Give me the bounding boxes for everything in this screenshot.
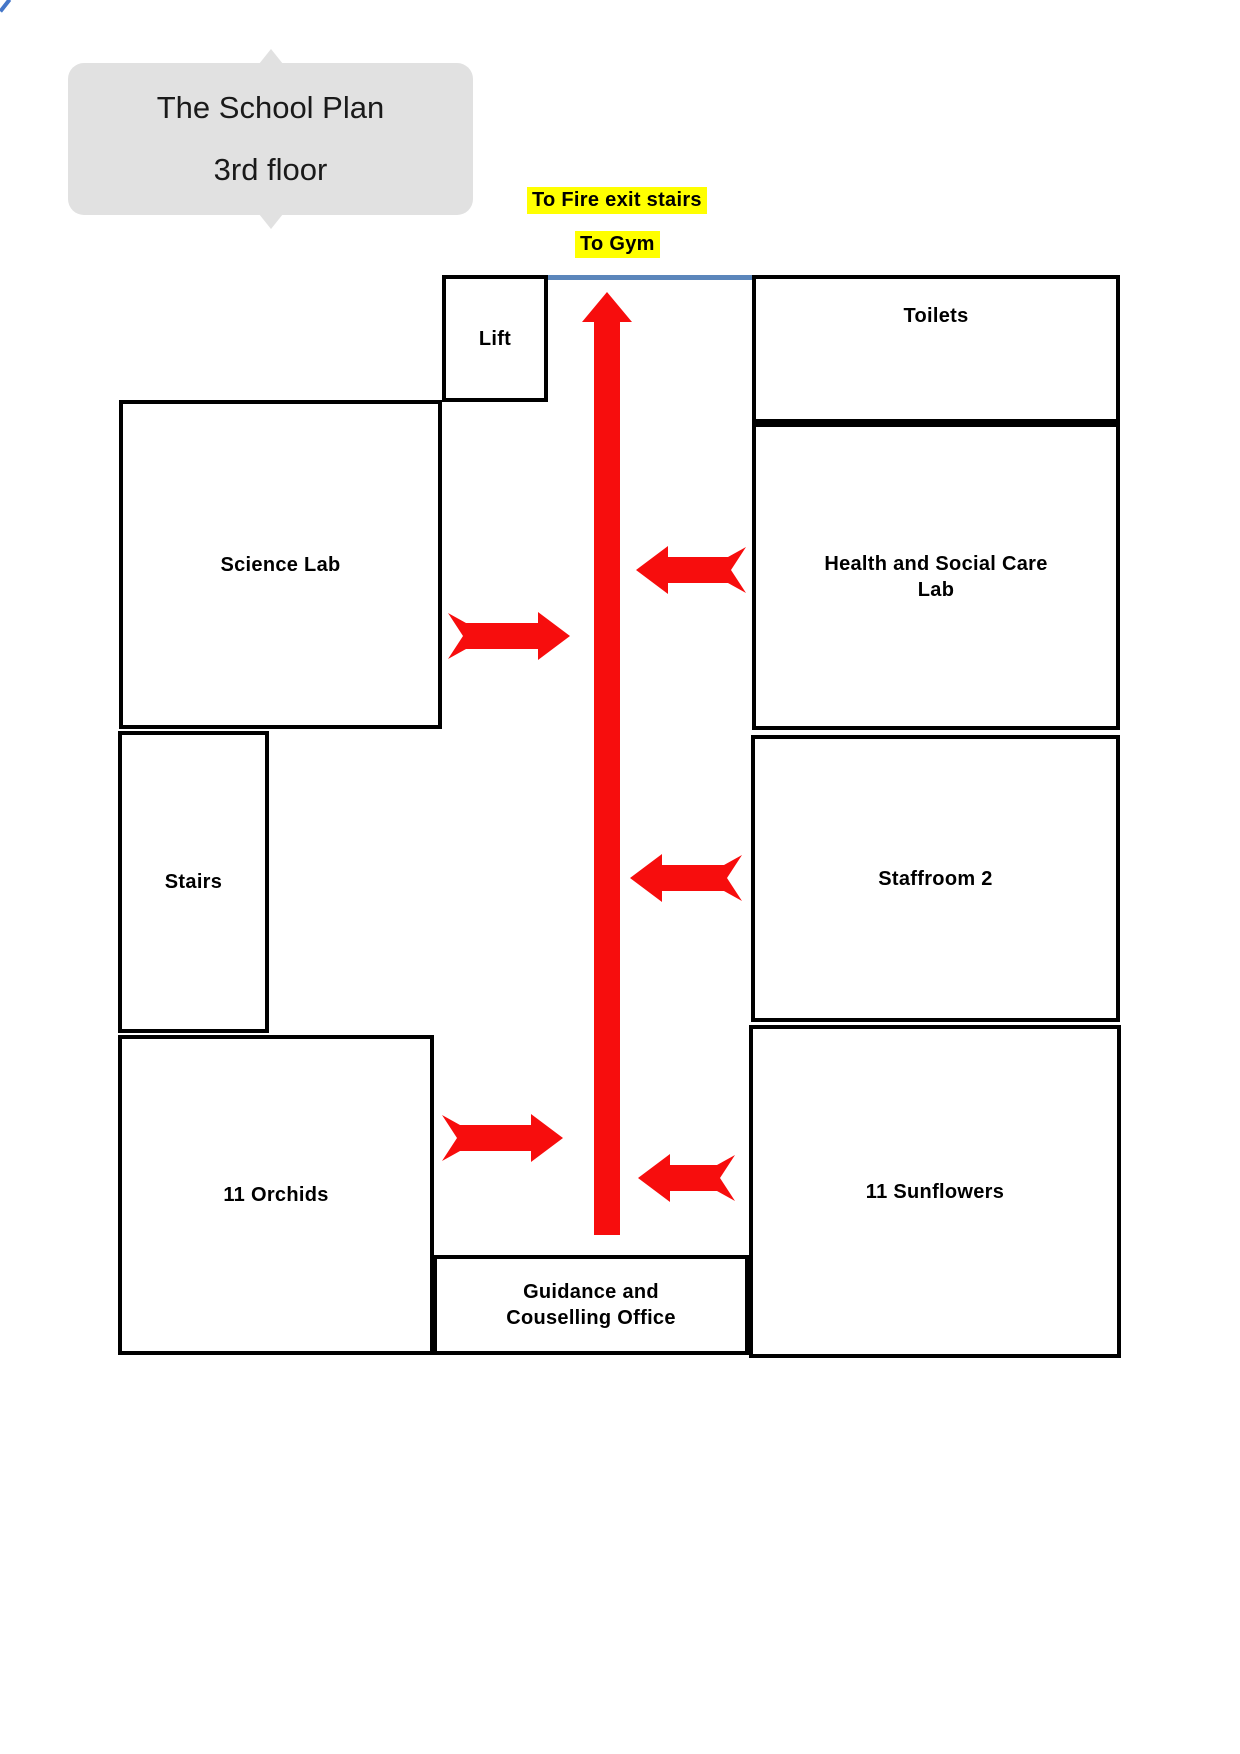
room-staffroom-2: Staffroom 2	[751, 735, 1120, 1022]
room-11-orchids: 11 Orchids	[118, 1035, 434, 1355]
room-toilets-label: Toilets	[903, 305, 969, 327]
room-11-sunflowers: 11 Sunflowers	[749, 1025, 1121, 1358]
arrow-up-corridor-icon	[582, 292, 632, 1235]
room-11-orchids-label: 11 Orchids	[223, 1184, 329, 1206]
room-health-social-care-lab: Health and Social Care Lab	[752, 423, 1120, 730]
room-science-lab: Science Lab	[119, 400, 442, 729]
room-staffroom-2-label: Staffroom 2	[878, 867, 993, 890]
page-corner-artifact	[0, 0, 12, 13]
room-guidance-counselling-office-label: Guidance and Couselling Office	[506, 1281, 676, 1329]
room-guidance-counselling-office: Guidance and Couselling Office	[433, 1255, 749, 1355]
room-lift-label: Lift	[478, 327, 512, 350]
page-title-line2: 3rd floor	[213, 152, 328, 187]
arrow-science-lab-icon	[448, 612, 570, 660]
arrow-11-orchids-icon	[442, 1114, 563, 1162]
room-stairs: Stairs	[118, 731, 269, 1033]
room-stairs-label: Stairs	[164, 871, 223, 893]
page-title-line1: The School Plan	[156, 90, 385, 125]
arrow-staffroom-2-icon	[630, 854, 742, 902]
arrow-11-sunflowers-icon	[638, 1154, 735, 1202]
room-11-sunflowers-label: 11 Sunflowers	[865, 1180, 1005, 1203]
title-callout: The School Plan 3rd floor	[68, 49, 473, 229]
sign-to-gym: To Gym	[575, 231, 660, 258]
sign-to-fire-exit-stairs: To Fire exit stairs	[527, 187, 707, 214]
room-science-lab-label: Science Lab	[220, 553, 341, 576]
room-lift: Lift	[442, 275, 548, 402]
room-toilets: Toilets	[752, 275, 1120, 423]
fire-exit-opening-line	[548, 275, 752, 280]
room-health-social-care-lab-label: Health and Social Care Lab	[824, 552, 1048, 601]
arrow-health-social-care-icon	[636, 546, 746, 594]
